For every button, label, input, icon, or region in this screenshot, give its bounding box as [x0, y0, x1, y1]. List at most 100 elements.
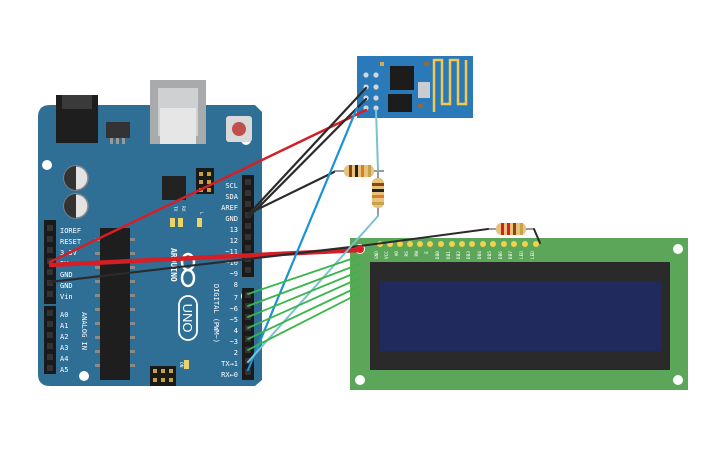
pin-label-gnd-digital: GND: [225, 215, 238, 223]
wire-blue-esp-rx: [246, 106, 359, 372]
analog-header: [44, 306, 56, 374]
wire-green-d2: [247, 292, 361, 351]
lcd-16x2: GND VCC V0 RS RW E DB0 DB1 DB2 DB3 DB4 D…: [350, 238, 688, 390]
lcd-pin-db2: DB2: [456, 251, 462, 259]
wire-green-d4: [247, 277, 361, 329]
wire-black-gnd-esp: [246, 86, 368, 217]
pin-label-ioref: IOREF: [60, 227, 81, 235]
pin-label-a5: A5: [60, 366, 68, 374]
wire-green-d3: [247, 285, 361, 340]
pcb-antenna: [432, 58, 468, 112]
analog-in-label: ANALOG IN: [80, 312, 88, 350]
rx-led-label: RX: [180, 206, 186, 212]
wire-green-d6: [247, 263, 361, 307]
lcd-pin-led-k: LED: [530, 251, 536, 259]
pin-label-a1: A1: [60, 322, 68, 330]
lcd-pin-v0: V0: [394, 251, 400, 257]
wire-black-lcd-k: [533, 228, 541, 244]
digital-header-top: [242, 175, 254, 277]
lcd-pin-e: E: [424, 251, 430, 254]
flash-chip: [388, 94, 412, 112]
icsp-header-bottom: [150, 366, 176, 386]
pin-label-11: ~11: [225, 248, 238, 256]
atmega-chip: [95, 228, 135, 380]
wire-black-lcd-led: [359, 228, 489, 247]
l-led: [197, 218, 202, 227]
voltage-regulator: [106, 122, 130, 138]
lcd-pin-rs: RS: [404, 251, 410, 257]
pin-label-aref: AREF: [221, 204, 238, 212]
lcd-pin-db0: DB0: [435, 251, 441, 259]
wire-black-gnd-esp-2: [246, 97, 368, 220]
arduino-logo-icon: [180, 252, 196, 288]
pin-label-12: 12: [230, 237, 238, 245]
pin-label-tx1: TX→1: [221, 360, 238, 368]
mount-hole: [79, 371, 89, 381]
arduino-uno-board: IOREF RESET 3.3V 5V GND GND Vin A0 A1 A2…: [38, 80, 262, 386]
pin-label-6: ~6: [230, 305, 238, 313]
digital-pwm-label: DIGITAL (PWM~): [212, 284, 220, 343]
mount-hole: [42, 160, 52, 170]
wire-green-d7: [247, 255, 361, 295]
tx-led: [170, 218, 175, 227]
lcd-mount-hole: [355, 375, 365, 385]
pin-label-10: ~10: [225, 259, 238, 267]
resistor-2: [372, 170, 384, 216]
pin-label-4: 4: [234, 327, 238, 335]
pin-label-5: ~5: [230, 316, 238, 324]
lcd-pin-db3: DB3: [466, 251, 472, 259]
lcd-pin-led-a: LED: [519, 251, 525, 259]
svg-text:UNO: UNO: [180, 304, 195, 333]
pin-label-8: 8: [234, 281, 238, 289]
wires: [48, 86, 541, 372]
lcd-mount-hole: [673, 375, 683, 385]
wire-teal-resistor-tx: [247, 215, 379, 363]
wire-black-gnd-lcd: [48, 244, 362, 284]
wire-green-d5: [247, 270, 361, 318]
pin-label-rx0: RX←0: [221, 371, 238, 379]
arduino-brand: ARDUINO: [169, 248, 178, 282]
usb-chip: [162, 176, 186, 200]
pin-label-a2: A2: [60, 333, 68, 341]
pin-label-gnd: GND: [60, 271, 73, 279]
lcd-pin-vcc: VCC: [384, 251, 390, 259]
pin-label-13: 13: [230, 226, 238, 234]
uno-badge: UNO: [178, 295, 198, 341]
pin-label-gnd: GND: [60, 282, 73, 290]
pin-label-3: ~3: [230, 338, 238, 346]
pin-label-a0: A0: [60, 311, 68, 319]
wire-teal-esp-resistor: [375, 109, 379, 171]
pin-label-7: 7: [234, 294, 238, 302]
digital-header-bottom: [242, 288, 254, 380]
wire-red-5v-lcd-2: [48, 249, 362, 268]
lcd-pin-db6: DB6: [498, 251, 504, 259]
pin-label-a4: A4: [60, 355, 68, 363]
lcd-pin-db5: DB5: [487, 251, 493, 259]
esp01-module: [357, 56, 473, 118]
lcd-pin-gnd: GND: [374, 251, 380, 259]
pin-label-reset: RESET: [60, 238, 82, 246]
tx-led-label: TX: [172, 206, 178, 212]
pin-label-9: ~9: [230, 270, 238, 278]
wire-endpoint: [356, 245, 364, 253]
lcd-pin-db7: DB7: [508, 251, 514, 259]
pin-label-2: 2: [234, 349, 238, 357]
lcd-screen: [380, 281, 661, 351]
lcd-pin-rw: RW: [414, 251, 420, 257]
pin-label-vin: Vin: [60, 293, 73, 301]
pin-label-scl: SCL: [225, 182, 238, 190]
resistor-3: [488, 223, 534, 235]
l-led-label: L: [198, 212, 204, 215]
crystal: [418, 82, 430, 98]
esp8266-chip: [390, 66, 414, 90]
lcd-pin-header: [377, 241, 539, 247]
on-led: [184, 360, 189, 369]
on-led-label: ON: [178, 362, 184, 368]
pin-label-a3: A3: [60, 344, 68, 352]
wire-red-3v3-esp: [48, 108, 368, 264]
lcd-pin-db1: DB1: [446, 251, 452, 259]
wire-black-gnd-resistor: [246, 170, 336, 216]
lcd-mount-hole: [673, 244, 683, 254]
lcd-pin-db4: DB4: [477, 251, 483, 259]
